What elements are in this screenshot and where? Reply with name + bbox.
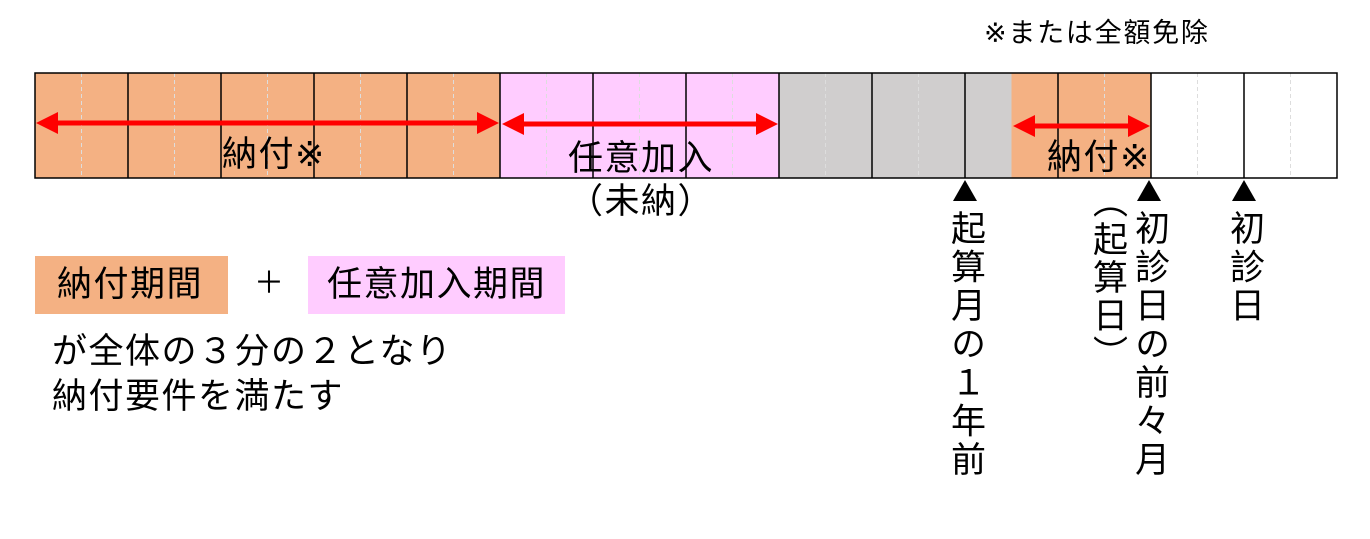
arrow-head-right <box>477 112 499 134</box>
marker-triangle-one-year-before <box>953 180 977 201</box>
exemption-note: ※または全額免除 <box>984 18 1210 48</box>
arrow-head-left <box>1013 115 1035 137</box>
arrow-head-right <box>756 113 778 135</box>
arrow-head-left <box>502 113 524 135</box>
segment-unpaid <box>779 73 1012 178</box>
arrow-voluntary <box>502 113 778 135</box>
arrow-paid-recent <box>1013 115 1150 137</box>
segment-label-paid-early: 納付※ <box>222 135 326 174</box>
legend-paid-swatch <box>35 256 228 314</box>
legend-paid-label: 納付期間 <box>57 265 204 304</box>
timeline-border <box>34 72 1338 179</box>
segment-label-voluntary: 任意加入 <box>568 139 715 178</box>
description-line-1: が全体の３分の２となり <box>52 332 453 371</box>
marker-label-one-year-before: 起算月の１年前 <box>946 210 985 480</box>
legend-plus-sign: ＋ <box>254 267 284 300</box>
marker-label-two-months-before: 初診日の前々月 <box>1130 210 1169 480</box>
arrow-head-left <box>36 112 58 134</box>
arrow-head-right <box>1128 115 1150 137</box>
legend-voluntary-swatch <box>308 256 565 314</box>
description-line-2: 納付要件を満たす <box>52 377 345 416</box>
segment-label-paid-recent: 納付※ <box>1047 138 1151 177</box>
legend-voluntary-label: 任意加入期間 <box>327 265 547 304</box>
marker-triangle-two-months-before <box>1137 180 1161 201</box>
marker-label-first-visit: 初診日 <box>1225 210 1264 326</box>
arrow-paid-early <box>36 112 499 134</box>
marker-note-reference-date: （起算日） <box>1088 183 1127 373</box>
marker-triangle-first-visit <box>1232 180 1256 201</box>
segment-sublabel-unpaid: （未納） <box>567 182 714 221</box>
